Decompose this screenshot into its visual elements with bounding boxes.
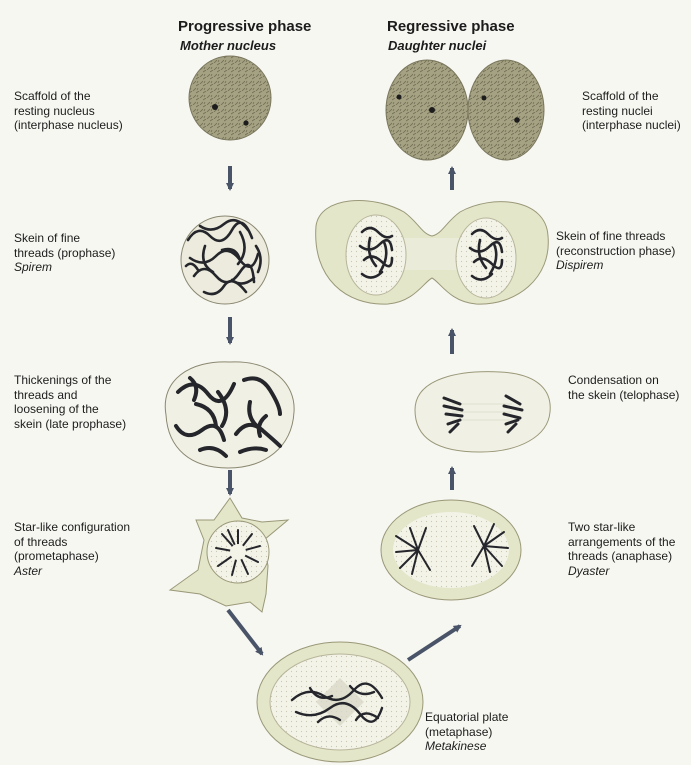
- label-late-prophase: Thickenings of the threads and loosening…: [14, 373, 126, 431]
- label-line: Scaffold of the: [582, 89, 681, 104]
- telophase-cell: [415, 372, 550, 452]
- label-line: threads and: [14, 388, 126, 403]
- label-line: threads (prophase): [14, 246, 115, 261]
- label-line: (reconstruction phase): [556, 244, 675, 259]
- label-interphase-nucleus: Scaffold of the resting nucleus (interph…: [14, 89, 123, 133]
- label-line: (prometaphase): [14, 549, 130, 564]
- label-line: resting nucleus: [14, 104, 123, 119]
- label-line: Condensation on: [568, 373, 679, 388]
- label-term: Dyaster: [568, 564, 675, 579]
- label-line: resting nuclei: [582, 104, 681, 119]
- reconstruction-dispirem-cell: [316, 200, 549, 304]
- label-line: (interphase nucleus): [14, 118, 123, 133]
- anaphase-dyaster-cell: [381, 500, 521, 600]
- label-prophase: Skein of fine threads (prophase) Spirem: [14, 231, 115, 275]
- daughter-interphase-nuclei: [386, 60, 544, 160]
- label-term: Metakinese: [425, 739, 508, 754]
- label-term: Aster: [14, 564, 130, 579]
- label-line: threads (anaphase): [568, 549, 675, 564]
- prometaphase-aster-cell: [170, 498, 288, 612]
- label-line: Thickenings of the: [14, 373, 126, 388]
- label-line: skein (late prophase): [14, 417, 126, 432]
- label-line: Scaffold of the: [14, 89, 123, 104]
- prophase-spirem-nucleus: [181, 216, 269, 304]
- label-anaphase: Two star-like arrangements of the thread…: [568, 520, 675, 578]
- label-line: (metaphase): [425, 725, 508, 740]
- label-line: loosening of the: [14, 402, 126, 417]
- label-line: of threads: [14, 535, 130, 550]
- label-line: Skein of fine threads: [556, 229, 675, 244]
- label-line: Star-like configuration: [14, 520, 130, 535]
- metaphase-equatorial-cell: [257, 642, 423, 762]
- late-prophase-nucleus: [165, 362, 294, 468]
- label-telophase: Condensation on the skein (telophase): [568, 373, 679, 402]
- label-line: Equatorial plate: [425, 710, 508, 725]
- label-prometaphase: Star-like configuration of threads (prom…: [14, 520, 130, 578]
- label-line: the skein (telophase): [568, 388, 679, 403]
- label-line: (interphase nuclei): [582, 118, 681, 133]
- mother-interphase-nucleus: [189, 56, 271, 140]
- label-reconstruction: Skein of fine threads (reconstruction ph…: [556, 229, 675, 273]
- label-metaphase: Equatorial plate (metaphase) Metakinese: [425, 710, 508, 754]
- label-daughter-interphase: Scaffold of the resting nuclei (interpha…: [582, 89, 681, 133]
- label-line: Skein of fine: [14, 231, 115, 246]
- label-term: Dispirem: [556, 258, 675, 273]
- label-line: Two star-like: [568, 520, 675, 535]
- label-term: Spirem: [14, 260, 115, 275]
- label-line: arrangements of the: [568, 535, 675, 550]
